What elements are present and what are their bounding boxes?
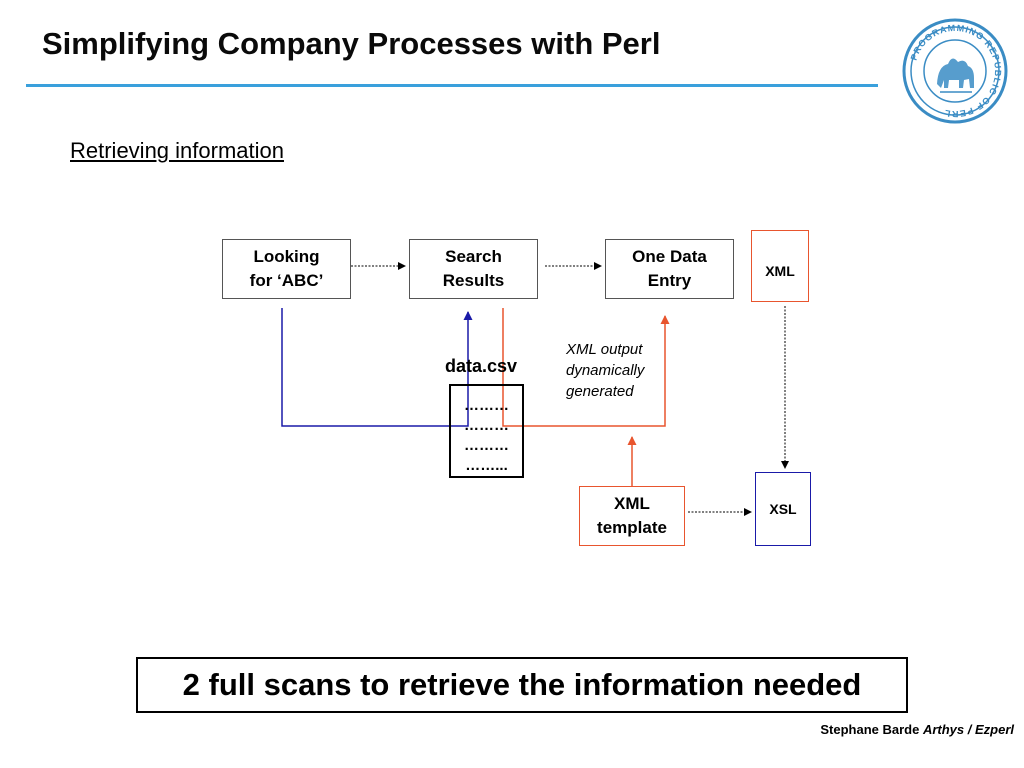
csv-file-label: data.csv xyxy=(445,356,518,376)
full-scans-callout: 2 full scans to retrieve the information… xyxy=(136,657,908,713)
red-scan-path xyxy=(502,308,670,427)
xml-box: XML xyxy=(751,230,809,302)
xml-output-note: XML output dynamically generated xyxy=(566,341,645,400)
perl-republic-logo: PROGRAMMING REPUBLIC OF PERL xyxy=(902,18,1008,124)
xsl-box: XSL xyxy=(755,472,811,546)
blue-scan-path xyxy=(281,308,473,427)
section-subtitle: Retrieving information xyxy=(70,138,284,163)
title-underline xyxy=(26,84,878,87)
page-title: Simplifying Company Processes with Perl xyxy=(42,26,661,61)
csv-row: ……… xyxy=(464,397,509,414)
csv-row: ……… xyxy=(464,437,509,454)
csv-row: ……… xyxy=(464,417,509,434)
footer-credit: Stephane Barde Arthys / Ezperl xyxy=(820,722,1014,737)
csv-file-box: ……… ……… ……… ……... xyxy=(449,384,524,478)
footer-author: Stephane Barde xyxy=(820,722,920,737)
footer-org: Arthys / Ezperl xyxy=(922,722,1014,737)
csv-row: ……... xyxy=(465,457,508,474)
